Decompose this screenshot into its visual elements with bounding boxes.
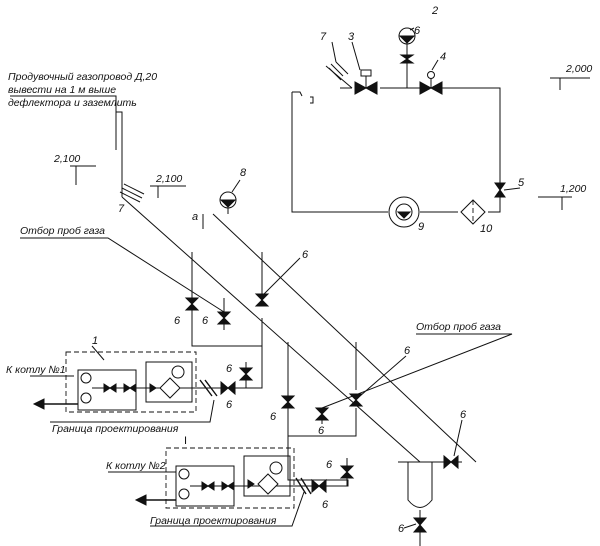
- pos-6-e: 6: [226, 399, 233, 411]
- pressure-gauge-8: [219, 191, 237, 209]
- filter-10: [460, 199, 486, 225]
- pos-10: 10: [480, 223, 493, 235]
- valve-5: [494, 182, 506, 198]
- pos-6-h: 6: [318, 425, 325, 437]
- pos-9: 9: [418, 221, 424, 233]
- plug-7-left: [119, 183, 145, 203]
- pos-3: 3: [348, 31, 355, 43]
- boundary-label-2: Граница проектирования: [150, 515, 277, 527]
- pos-6-f: 6: [404, 345, 411, 357]
- meter-9: [388, 196, 420, 228]
- elevation-marks: [70, 77, 590, 229]
- valve-3: [354, 69, 378, 95]
- boiler-2-label: К котлу №2: [106, 460, 166, 472]
- valves-6-lower: [280, 393, 428, 533]
- pos-6-i: 6: [326, 459, 333, 471]
- pos-6-g: 6: [270, 411, 277, 423]
- sampling-label-2: Отбор проб газа: [416, 321, 501, 333]
- pos-1: 1: [92, 335, 98, 347]
- pos-6-a: 6: [302, 249, 309, 261]
- boiler-1-label: К котлу №1: [6, 364, 66, 376]
- sampling-label-1: Отбор проб газа: [20, 225, 105, 237]
- pressure-gauge-2: [398, 27, 416, 45]
- leader-lines: [10, 27, 521, 529]
- boundary-label-1: Граница проектирования: [52, 423, 179, 435]
- pos-4: 4: [440, 51, 446, 63]
- elevation-1200: 1,200: [560, 183, 586, 195]
- top-loop: [291, 44, 501, 213]
- pos-6-b: 6: [174, 315, 181, 327]
- boundary-flanges: [199, 379, 312, 495]
- pos-8: 8: [240, 167, 247, 179]
- pos-6-k: 6: [460, 409, 467, 421]
- purge-note-line-1: Продувочный газопровод Д,20: [8, 71, 157, 83]
- pos-6-c: 6: [202, 315, 209, 327]
- purge-note-line-3: дефлектора и заземлить: [8, 97, 137, 109]
- pos-6-l: 6: [398, 523, 405, 535]
- valve-6-gauge: [399, 54, 415, 64]
- valve-4: [419, 71, 443, 95]
- valves-6-horizontal: [220, 380, 459, 494]
- section-mark: I: [184, 435, 187, 447]
- pos-6-j: 6: [322, 499, 329, 511]
- plug-7-top: [325, 61, 353, 89]
- valves-6-upper: [184, 293, 270, 388]
- pos-6-gauge: 6: [414, 25, 421, 37]
- elevation-2100-mid: 2,100: [155, 173, 182, 185]
- purge-note-line-2: вывести на 1 м выше: [8, 84, 116, 96]
- annotations: Продувочный газопровод Д,20 вывести на 1…: [6, 5, 592, 535]
- pos-7-top: 7: [320, 31, 327, 43]
- pos-6-d: 6: [226, 363, 233, 375]
- elevation-2000: 2,000: [565, 63, 592, 75]
- pos-5: 5: [518, 177, 525, 189]
- elevation-2100-left: 2,100: [53, 153, 80, 165]
- point-a-label: а: [192, 211, 198, 223]
- pos-7-left: 7: [118, 203, 125, 215]
- boiler-unit-1: [30, 351, 200, 413]
- pos-2: 2: [431, 5, 438, 17]
- boiler-unit-2: [108, 447, 295, 509]
